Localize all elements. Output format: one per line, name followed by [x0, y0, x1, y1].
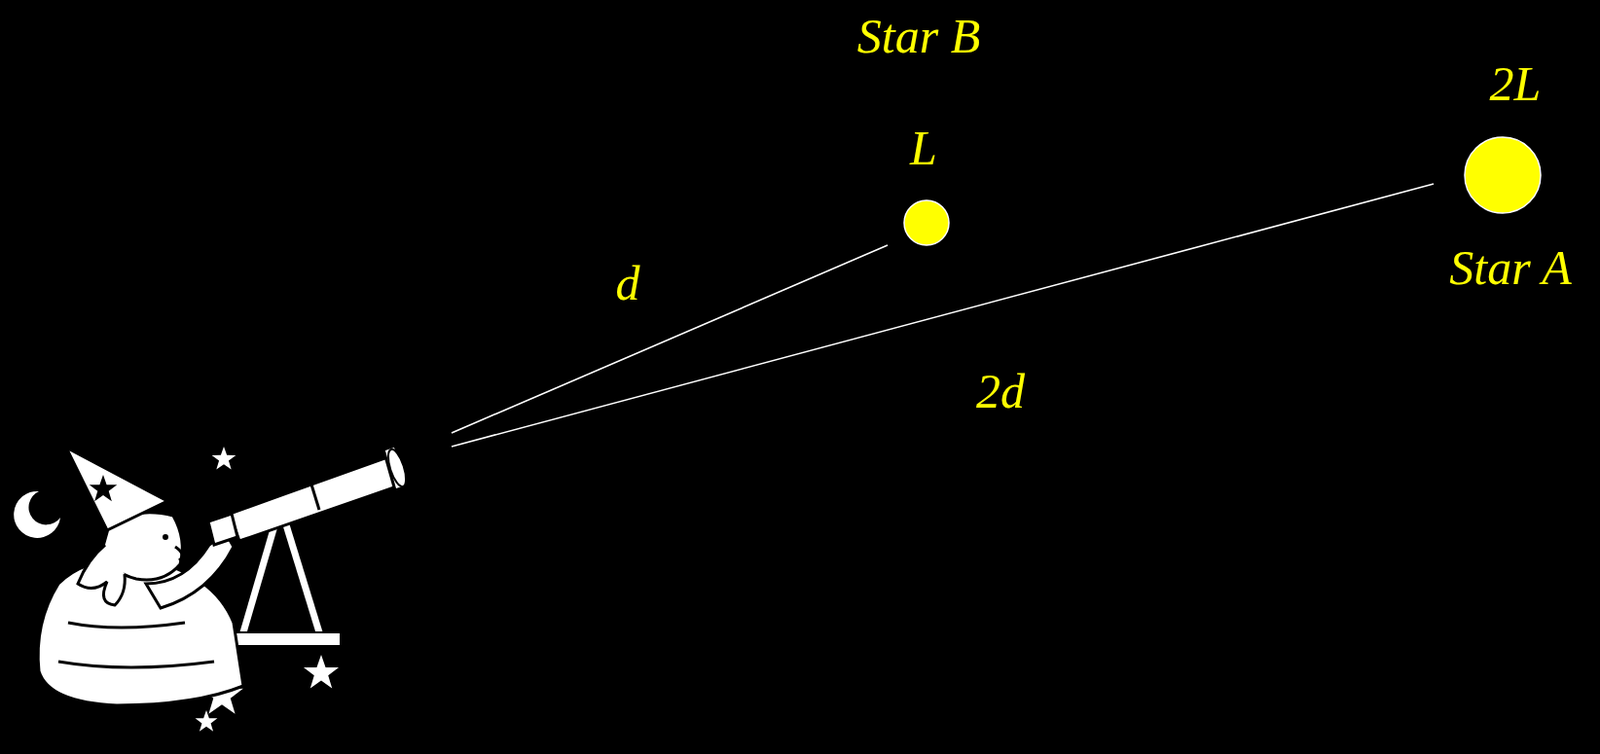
star-circle: 2LStar A: [1463, 136, 1542, 215]
star-name: Star A: [1449, 243, 1572, 292]
luminosity-label: 2L: [1490, 59, 1542, 109]
star-shape: [1463, 136, 1542, 215]
sight-line: [451, 183, 1434, 447]
luminosity-label: L: [909, 123, 938, 173]
star-symbol: [195, 710, 219, 732]
star-name: Star B: [857, 11, 981, 61]
sight-line: [451, 245, 888, 434]
star-shape: [903, 199, 950, 247]
distance-label: 2d: [976, 366, 1025, 416]
distance-label: d: [616, 258, 641, 308]
moon-symbol: [13, 491, 61, 539]
star-symbol: [303, 654, 339, 689]
star-symbol: [212, 446, 237, 471]
telescope: [208, 445, 410, 546]
star-circle: Star BL: [903, 199, 950, 247]
wizard-hat: [66, 447, 168, 531]
